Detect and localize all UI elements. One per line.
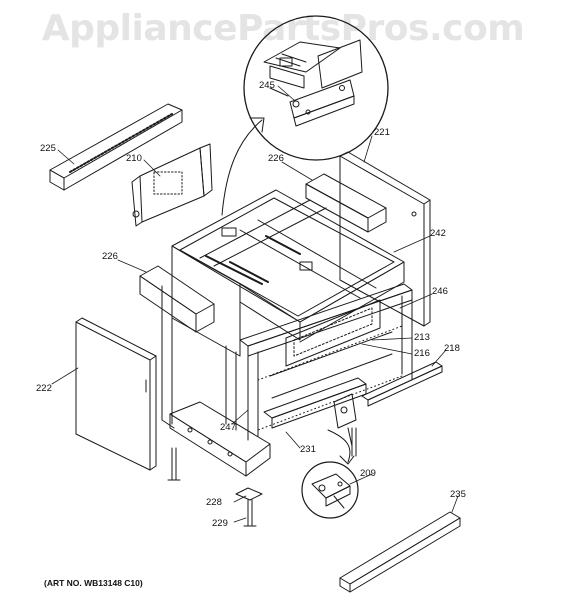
callout-222: 222 (36, 383, 52, 394)
part-222-side-panel (76, 318, 156, 470)
callout-226-upper: 226 (268, 153, 284, 164)
callout-209: 209 (360, 468, 376, 479)
part-210-panel (132, 144, 212, 226)
callout-229: 229 (212, 518, 228, 529)
part-225-vent-trim (50, 104, 182, 190)
callout-218: 218 (444, 343, 460, 354)
callout-216: 216 (414, 348, 430, 359)
main-chassis (162, 190, 412, 480)
callout-210: 210 (126, 153, 142, 164)
leader-lines (52, 86, 458, 522)
callout-225: 225 (40, 143, 56, 154)
callout-226-left: 226 (102, 251, 118, 262)
part-235-strip (340, 512, 460, 592)
art-number-note: (ART NO. WB13148 C10) (44, 578, 143, 588)
callout-246: 246 (432, 286, 448, 297)
callout-231: 231 (300, 444, 316, 455)
part-226-left-block (140, 266, 214, 332)
detail-circle-209 (302, 462, 358, 518)
watermark: AppliancePartsPros.com (41, 8, 525, 49)
part-218-trim (362, 362, 442, 406)
callout-221: 221 (374, 127, 390, 138)
detail-circle-245 (244, 16, 388, 160)
callout-242: 242 (430, 228, 446, 239)
callout-235: 235 (450, 489, 466, 500)
callout-213: 213 (414, 332, 430, 343)
part-221-side-panel (340, 152, 430, 326)
part-226-upper-block (306, 174, 386, 232)
detail-arrow (222, 120, 262, 215)
callout-228: 228 (206, 497, 222, 508)
callout-245: 245 (259, 80, 275, 91)
detail-arrow-head (250, 118, 264, 132)
detail-arrow-209 (328, 430, 350, 462)
callout-247: 247 (220, 422, 236, 433)
part-228-foot (236, 488, 262, 526)
